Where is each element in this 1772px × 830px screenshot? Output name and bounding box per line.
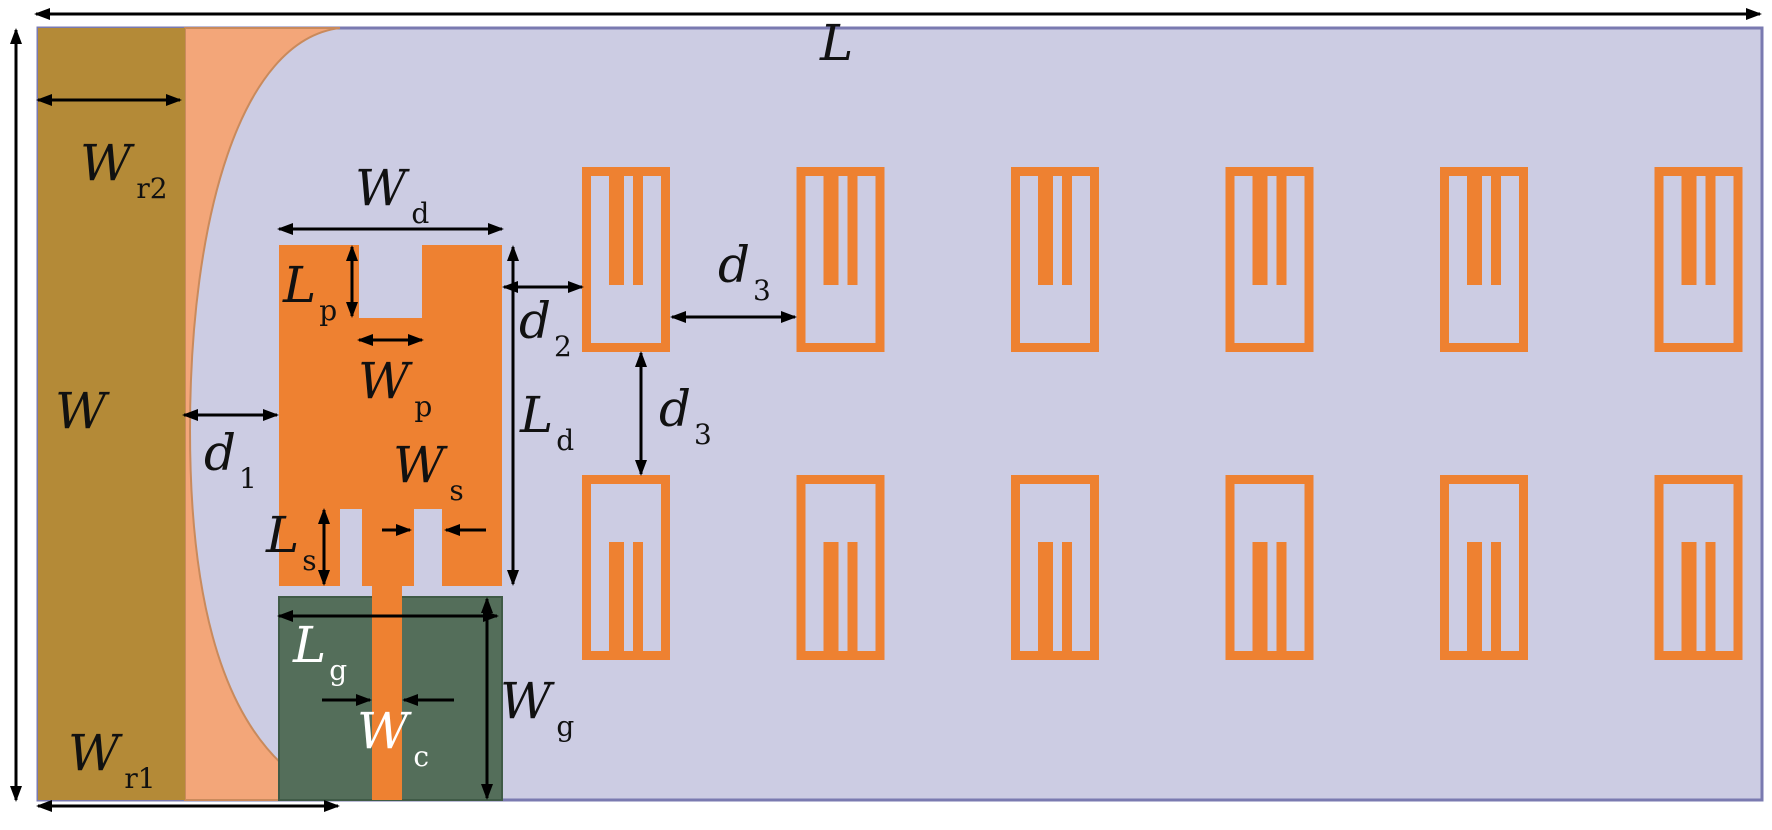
director-resonator: [582, 167, 670, 352]
label-W: W: [55, 382, 110, 440]
director-resonator: [1654, 167, 1743, 352]
tapered-ground-transition: [184, 27, 341, 801]
director-resonator: [1011, 475, 1099, 660]
director-resonator: [796, 475, 885, 660]
director-resonator: [582, 475, 670, 660]
director-resonator: [796, 167, 885, 352]
director-resonator: [1225, 167, 1314, 352]
director-resonator: [1654, 475, 1743, 660]
director-resonator: [1440, 167, 1528, 352]
director-resonator: [1011, 167, 1099, 352]
dipole-driver: [279, 245, 502, 800]
reflector-strip: [38, 28, 185, 800]
director-resonator: [1440, 475, 1528, 660]
director-resonator: [1225, 475, 1314, 660]
label-L: L: [819, 14, 853, 72]
dimension-arrows: [10, 8, 1762, 812]
director-array: [582, 167, 1743, 660]
